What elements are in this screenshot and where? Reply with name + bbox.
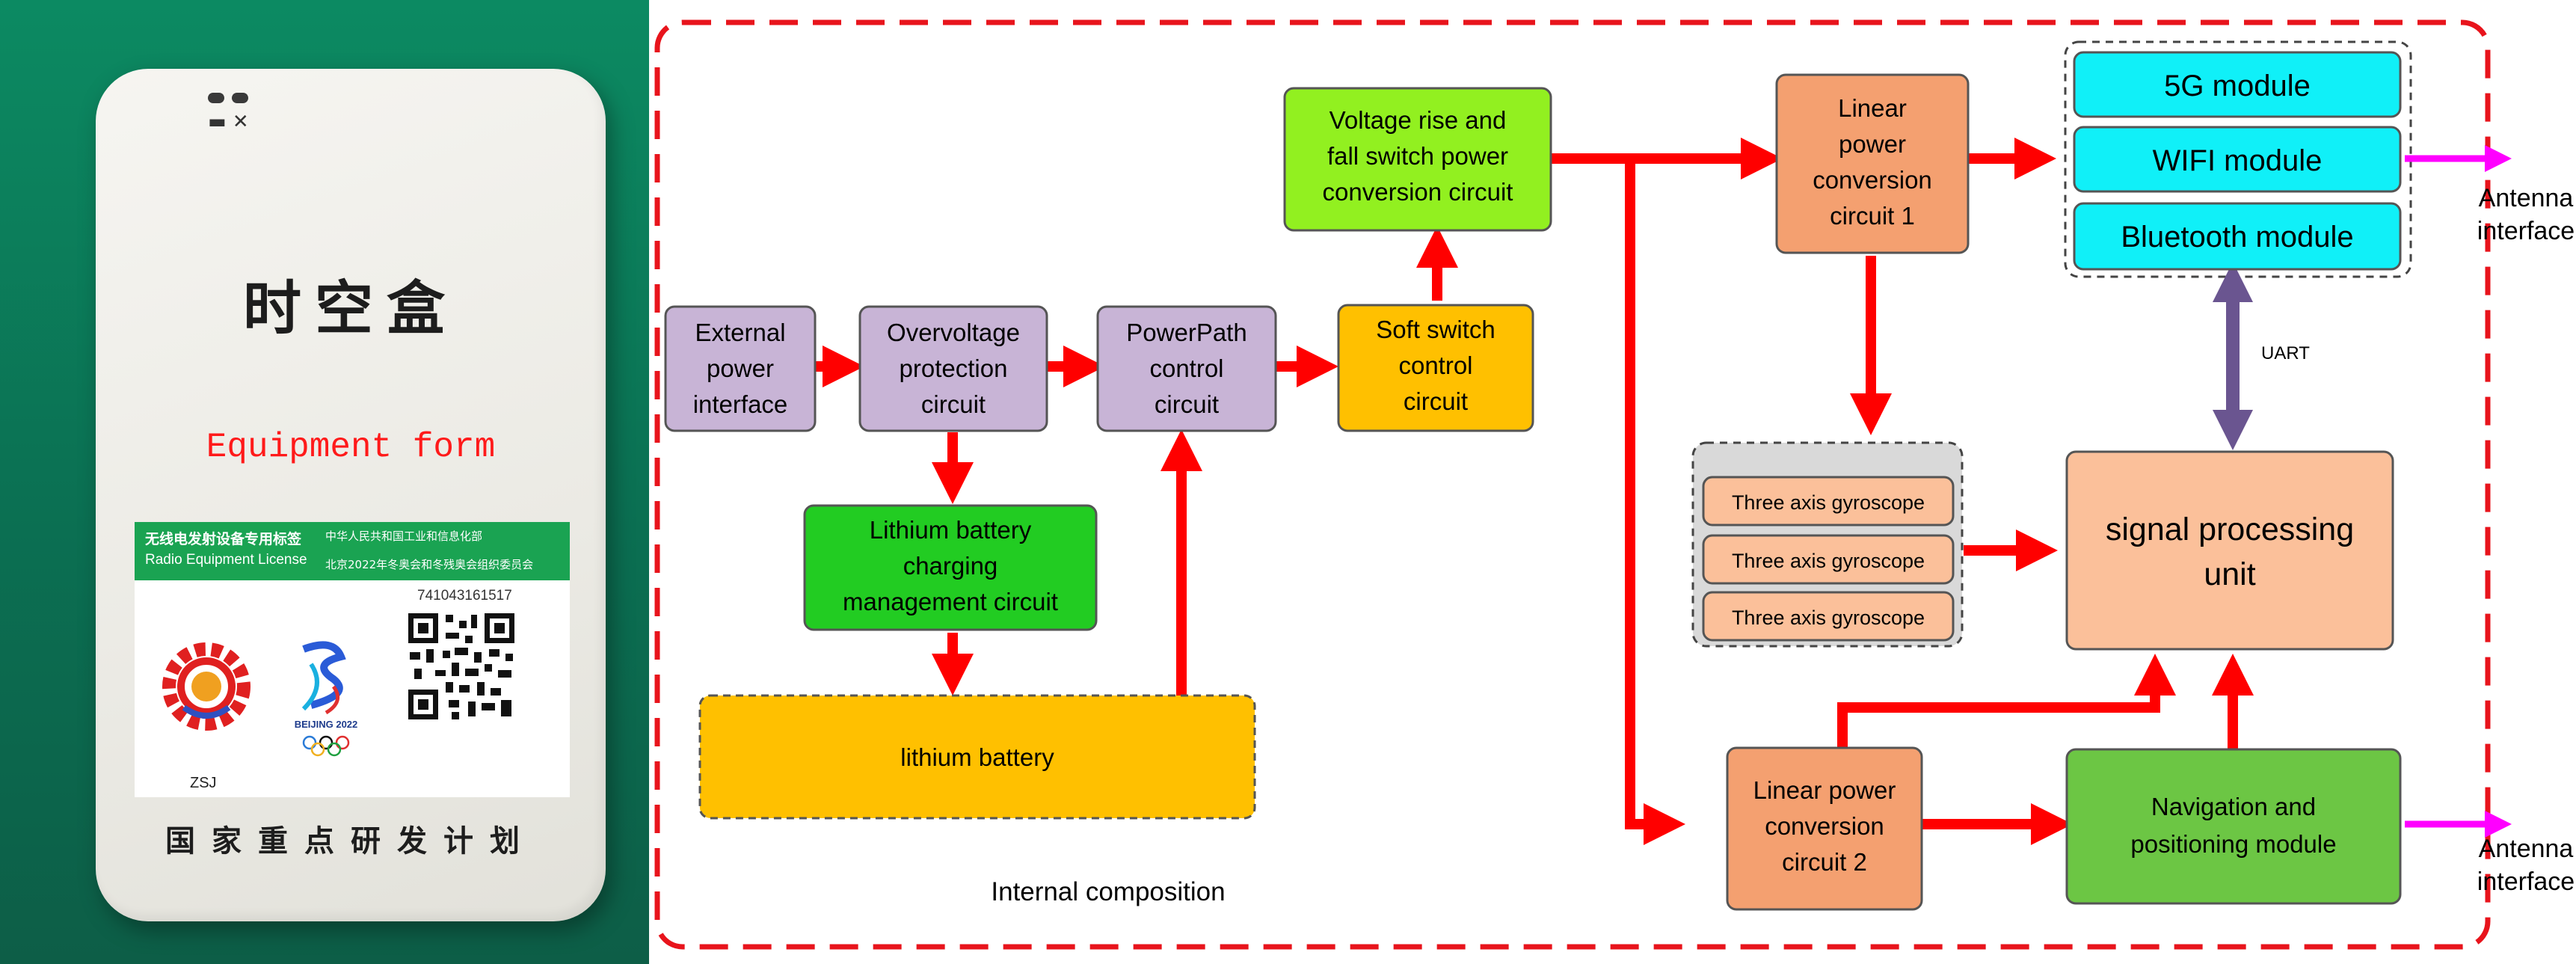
led-indicator <box>232 93 248 103</box>
arrow-voltage-to-linear2 <box>1625 159 1685 845</box>
radio-license-label: 无线电发射设备专用标签 Radio Equipment License 中华人民… <box>135 522 570 797</box>
license-header: 无线电发射设备专用标签 Radio Equipment License 中华人民… <box>135 522 570 580</box>
block-gyroscope-1: Three axis gyroscope <box>1702 476 1955 526</box>
svg-text:Bluetooth module: Bluetooth module <box>2121 221 2353 254</box>
block-gyroscope-3: Three axis gyroscope <box>1702 591 1955 642</box>
uart-label: UART <box>2261 343 2310 363</box>
block-bluetooth-module: Bluetooth module <box>2073 202 2402 271</box>
svg-text:Three axis gyroscope: Three axis gyroscope <box>1732 491 1925 514</box>
program-text: 国家重点研发计划 <box>165 823 536 859</box>
outer-frame <box>654 19 2491 950</box>
internal-composition-caption: Internal composition <box>991 877 1225 906</box>
block-lithium-battery: lithium battery <box>698 694 1256 820</box>
license-committee-cn: 北京2022年冬奥会和冬残奥会组织委员会 <box>325 558 534 571</box>
block-gyroscope-2: Three axis gyroscope <box>1702 534 1955 585</box>
license-title-en: Radio Equipment License <box>145 552 307 568</box>
block-5g-module: 5G module <box>2073 51 2402 118</box>
device-mark: ▬ ✕ <box>208 111 249 133</box>
svg-text:WIFI module: WIFI module <box>2153 144 2323 177</box>
beijing-mark-text: BEIJING 2022 <box>295 719 358 730</box>
led-indicator <box>208 93 224 103</box>
beijing-2022-emblem-icon: BEIJING 2022 <box>295 641 358 757</box>
device-title: 时空盒 <box>242 275 458 343</box>
power-arrows <box>799 138 2254 845</box>
arrow-linear2-to-signal <box>1837 654 2176 751</box>
equipment-form-caption: Equipment form <box>206 428 496 467</box>
qr-code-icon <box>405 610 517 722</box>
svg-text:Three axis gyroscope: Three axis gyroscope <box>1732 607 1925 629</box>
svg-text:Three axis gyroscope: Three axis gyroscope <box>1732 550 1925 572</box>
device-body: ▬ ✕ 时空盒 Equipment form 无线电发射设备专用标签 Radio… <box>96 69 606 921</box>
license-title-cn: 无线电发射设备专用标签 <box>145 531 302 547</box>
svg-text:5G module: 5G module <box>2164 70 2311 102</box>
device-photo: ▬ ✕ 时空盒 Equipment form 无线电发射设备专用标签 Radio… <box>0 0 649 964</box>
license-issuer-cn: 中华人民共和国工业和信息化部 <box>325 529 483 543</box>
license-number: 741043161517 <box>417 588 512 604</box>
svg-text:lithium battery: lithium battery <box>900 743 1054 771</box>
license-code: ZSJ <box>190 775 217 791</box>
block-wifi-module: WIFI module <box>2073 126 2402 193</box>
gear-logo-icon <box>162 642 250 731</box>
